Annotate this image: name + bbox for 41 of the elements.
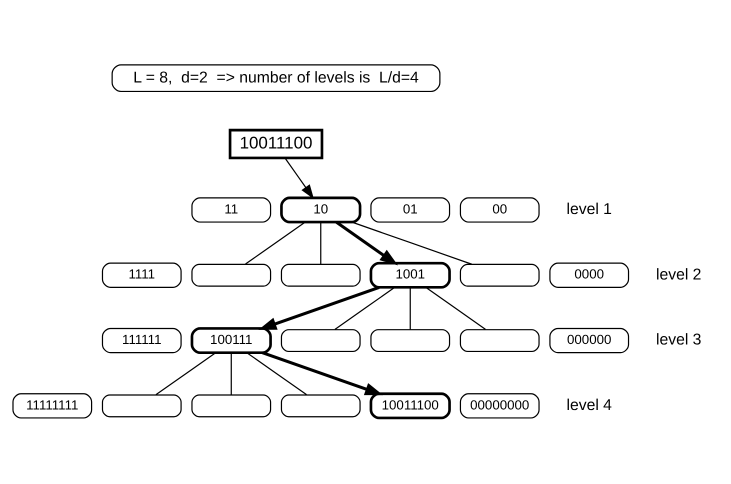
node-box: L = 8, d=2 => number of levels is L/d=4 <box>112 64 440 92</box>
node-box: 000000 <box>549 328 630 354</box>
connector <box>246 352 307 396</box>
node-box <box>460 264 540 287</box>
node-box: 1001 <box>370 262 451 289</box>
node-box: 10011100 <box>370 392 451 420</box>
node-box: 0000 <box>549 262 630 288</box>
node-box <box>102 394 182 418</box>
node-box: 10011100 <box>228 128 324 160</box>
node-box: 11111111 <box>12 393 92 419</box>
arrow <box>284 158 314 200</box>
node-box: 00000000 <box>460 393 540 419</box>
node-box <box>280 264 361 287</box>
node-box <box>460 329 540 352</box>
connector <box>425 286 486 330</box>
connector <box>352 222 472 265</box>
node-box <box>191 264 272 287</box>
arrow <box>335 220 398 266</box>
connector <box>156 352 216 396</box>
label: level 1 <box>566 201 612 218</box>
node-box: 111111 <box>102 328 182 354</box>
node-box: 100111 <box>190 327 272 354</box>
node-box: 11 <box>191 197 272 223</box>
connector <box>334 286 395 330</box>
node-box <box>191 394 272 418</box>
arrow <box>258 286 380 330</box>
label: level 2 <box>656 266 702 284</box>
label: level 3 <box>656 332 702 349</box>
node-box: 1111 <box>102 262 182 288</box>
connector <box>230 352 232 395</box>
label: level 4 <box>566 396 612 414</box>
node-box <box>370 329 450 352</box>
connector <box>245 222 306 265</box>
node-box <box>280 394 361 418</box>
arrow <box>262 351 384 396</box>
node-box: 00 <box>460 197 540 223</box>
connector <box>320 222 322 264</box>
connector <box>410 287 411 330</box>
node-box: 01 <box>370 197 450 223</box>
node-box <box>280 329 361 352</box>
node-box: 10 <box>280 196 362 224</box>
